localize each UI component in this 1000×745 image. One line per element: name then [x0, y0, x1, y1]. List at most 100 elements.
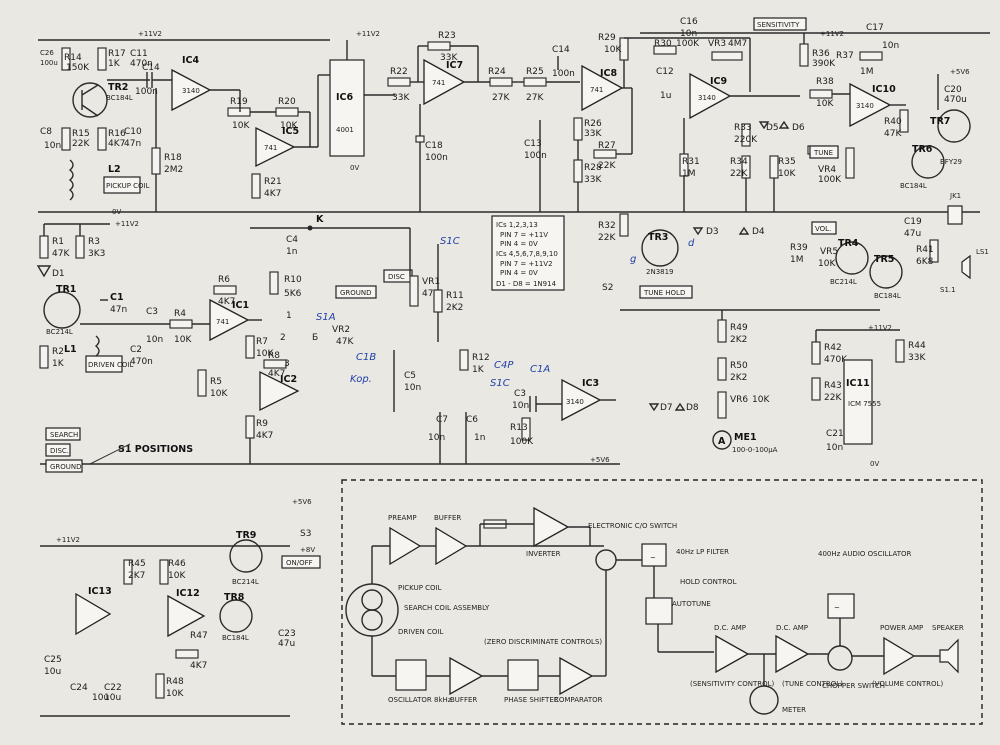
r32-value: 22K	[598, 233, 616, 243]
ic8-label: IC8	[600, 68, 618, 79]
r46-label: R46	[168, 559, 186, 569]
r43-value: 22K	[824, 393, 842, 403]
handnote-c1a: C1A	[530, 364, 550, 375]
on-off-tag[interactable]	[281, 555, 321, 569]
ic11-ground: 0V	[870, 460, 879, 468]
s1-disc: DISC.	[50, 447, 69, 455]
r21-label: R21	[264, 177, 282, 187]
resistor-r8	[263, 359, 287, 369]
diode-d8	[674, 402, 686, 411]
resistor-r12	[459, 349, 469, 371]
ic12-label: IC12	[176, 588, 200, 599]
s3-label: S3	[300, 529, 311, 539]
r24-value: 27K	[492, 93, 510, 103]
tr4-label: TR4	[838, 238, 859, 249]
block-filter-label: 40Hz LP FILTER	[676, 548, 729, 556]
diode-d7-label: D7	[660, 403, 673, 413]
block-chopper-switch	[827, 645, 853, 671]
vr2-value: 47K	[336, 337, 354, 347]
tr3-label: TR3	[648, 232, 668, 243]
block-driven-label: DRIVEN COIL	[398, 628, 443, 636]
meter-label: ME1	[734, 432, 757, 443]
diode-d3	[692, 227, 704, 236]
sensitivity-tag	[753, 17, 807, 31]
tr7-label: TR7	[930, 116, 950, 127]
vol-text: VOL.	[815, 225, 831, 233]
note-line-3: PIN 4 = 0V	[500, 240, 538, 248]
resistor-r10	[269, 271, 279, 295]
l2-tag	[103, 176, 141, 194]
r41-value: 6K8	[916, 257, 934, 267]
r3-label: R3	[88, 237, 100, 247]
block-autotune	[645, 597, 673, 625]
c21-label: C21	[826, 429, 844, 439]
c21-value: 10n	[826, 443, 843, 453]
r44-label: R44	[908, 341, 926, 351]
r40-value: 47K	[884, 129, 902, 139]
tr7-type: BFY29	[940, 158, 962, 166]
r17-label: R17	[108, 49, 126, 59]
block-search-label: SEARCH COIL ASSEMBLY	[404, 604, 490, 612]
r17-value: 1K	[108, 59, 121, 69]
block-osc-icon: ~	[834, 604, 840, 612]
opamp-ic2	[259, 370, 300, 412]
r39-label: R39	[790, 243, 808, 253]
ic2-label: IC2	[280, 374, 297, 385]
ic6-package	[329, 59, 365, 157]
block-dc-amp-1	[715, 634, 750, 674]
r23-label: R23	[438, 31, 456, 41]
r7-label: R7	[256, 337, 268, 347]
resistor-r30	[653, 45, 677, 55]
r19-value: 10K	[232, 121, 250, 131]
ic5-label: IC5	[282, 126, 299, 137]
l1-name: DRIVEN COIL	[88, 361, 133, 369]
r13-value: 100K	[510, 437, 534, 447]
r45-value: 2K7	[128, 571, 145, 581]
c10-label: C10	[124, 127, 142, 137]
ground-tag-text: GROUND	[340, 289, 372, 297]
r30-value: 100K	[676, 39, 700, 49]
node-k: K	[316, 214, 324, 225]
resistor-r44	[895, 339, 905, 363]
l1-label: L1	[64, 344, 77, 355]
ic-pin-label: S1.1	[940, 286, 956, 294]
r38-label: R38	[816, 77, 834, 87]
resistor-r38	[809, 89, 833, 99]
ic4-type: 3140	[182, 87, 200, 95]
r48-value: 10K	[166, 689, 184, 699]
c12-label: C12	[656, 67, 674, 77]
block-phase-shifter	[507, 659, 539, 691]
diode-d1-label: D1	[52, 269, 65, 279]
c16-label: C16	[680, 17, 698, 27]
r14-label: R14	[64, 53, 82, 63]
r12-label: R12	[472, 353, 490, 363]
block-electronic-switch	[595, 549, 617, 571]
tune-text: TUNE	[813, 149, 833, 157]
s2-label: S2	[602, 283, 613, 293]
block-preamp-label: PREAMP	[388, 514, 417, 522]
c12-value: 1u	[660, 91, 671, 101]
c3-label-ic3: C3	[514, 389, 526, 399]
vr3-value: 4M7	[728, 39, 747, 49]
r6-value: 4K7	[218, 297, 235, 307]
block-autotune-label: AUTOTUNE	[672, 600, 711, 608]
ground-label: 0V	[112, 208, 121, 216]
r4-label: R4	[174, 309, 186, 319]
block-preamp	[389, 526, 422, 566]
r35-value: 10K	[778, 169, 796, 179]
block-meter-label: METER	[782, 706, 806, 714]
potentiometer-vr6	[717, 391, 727, 419]
r3-value: 3K3	[88, 249, 105, 259]
c7-value: 10n	[428, 433, 445, 443]
c11-value: 470n	[130, 59, 153, 69]
c5-label: C5	[404, 371, 416, 381]
block-coil-bottom	[361, 609, 383, 631]
disc-tag-text: DISC	[388, 273, 405, 281]
tr2-stage: TR2 BC184L R14 150K R17 1K C26 100u C11 …	[40, 47, 160, 201]
s1-search: SEARCH	[50, 431, 78, 439]
tr5-label: TR5	[874, 254, 894, 265]
opamp-ic9	[689, 72, 732, 120]
vr4-label: VR4	[818, 165, 836, 175]
r10-label: R10	[284, 275, 302, 285]
resistor-r43	[811, 377, 821, 401]
